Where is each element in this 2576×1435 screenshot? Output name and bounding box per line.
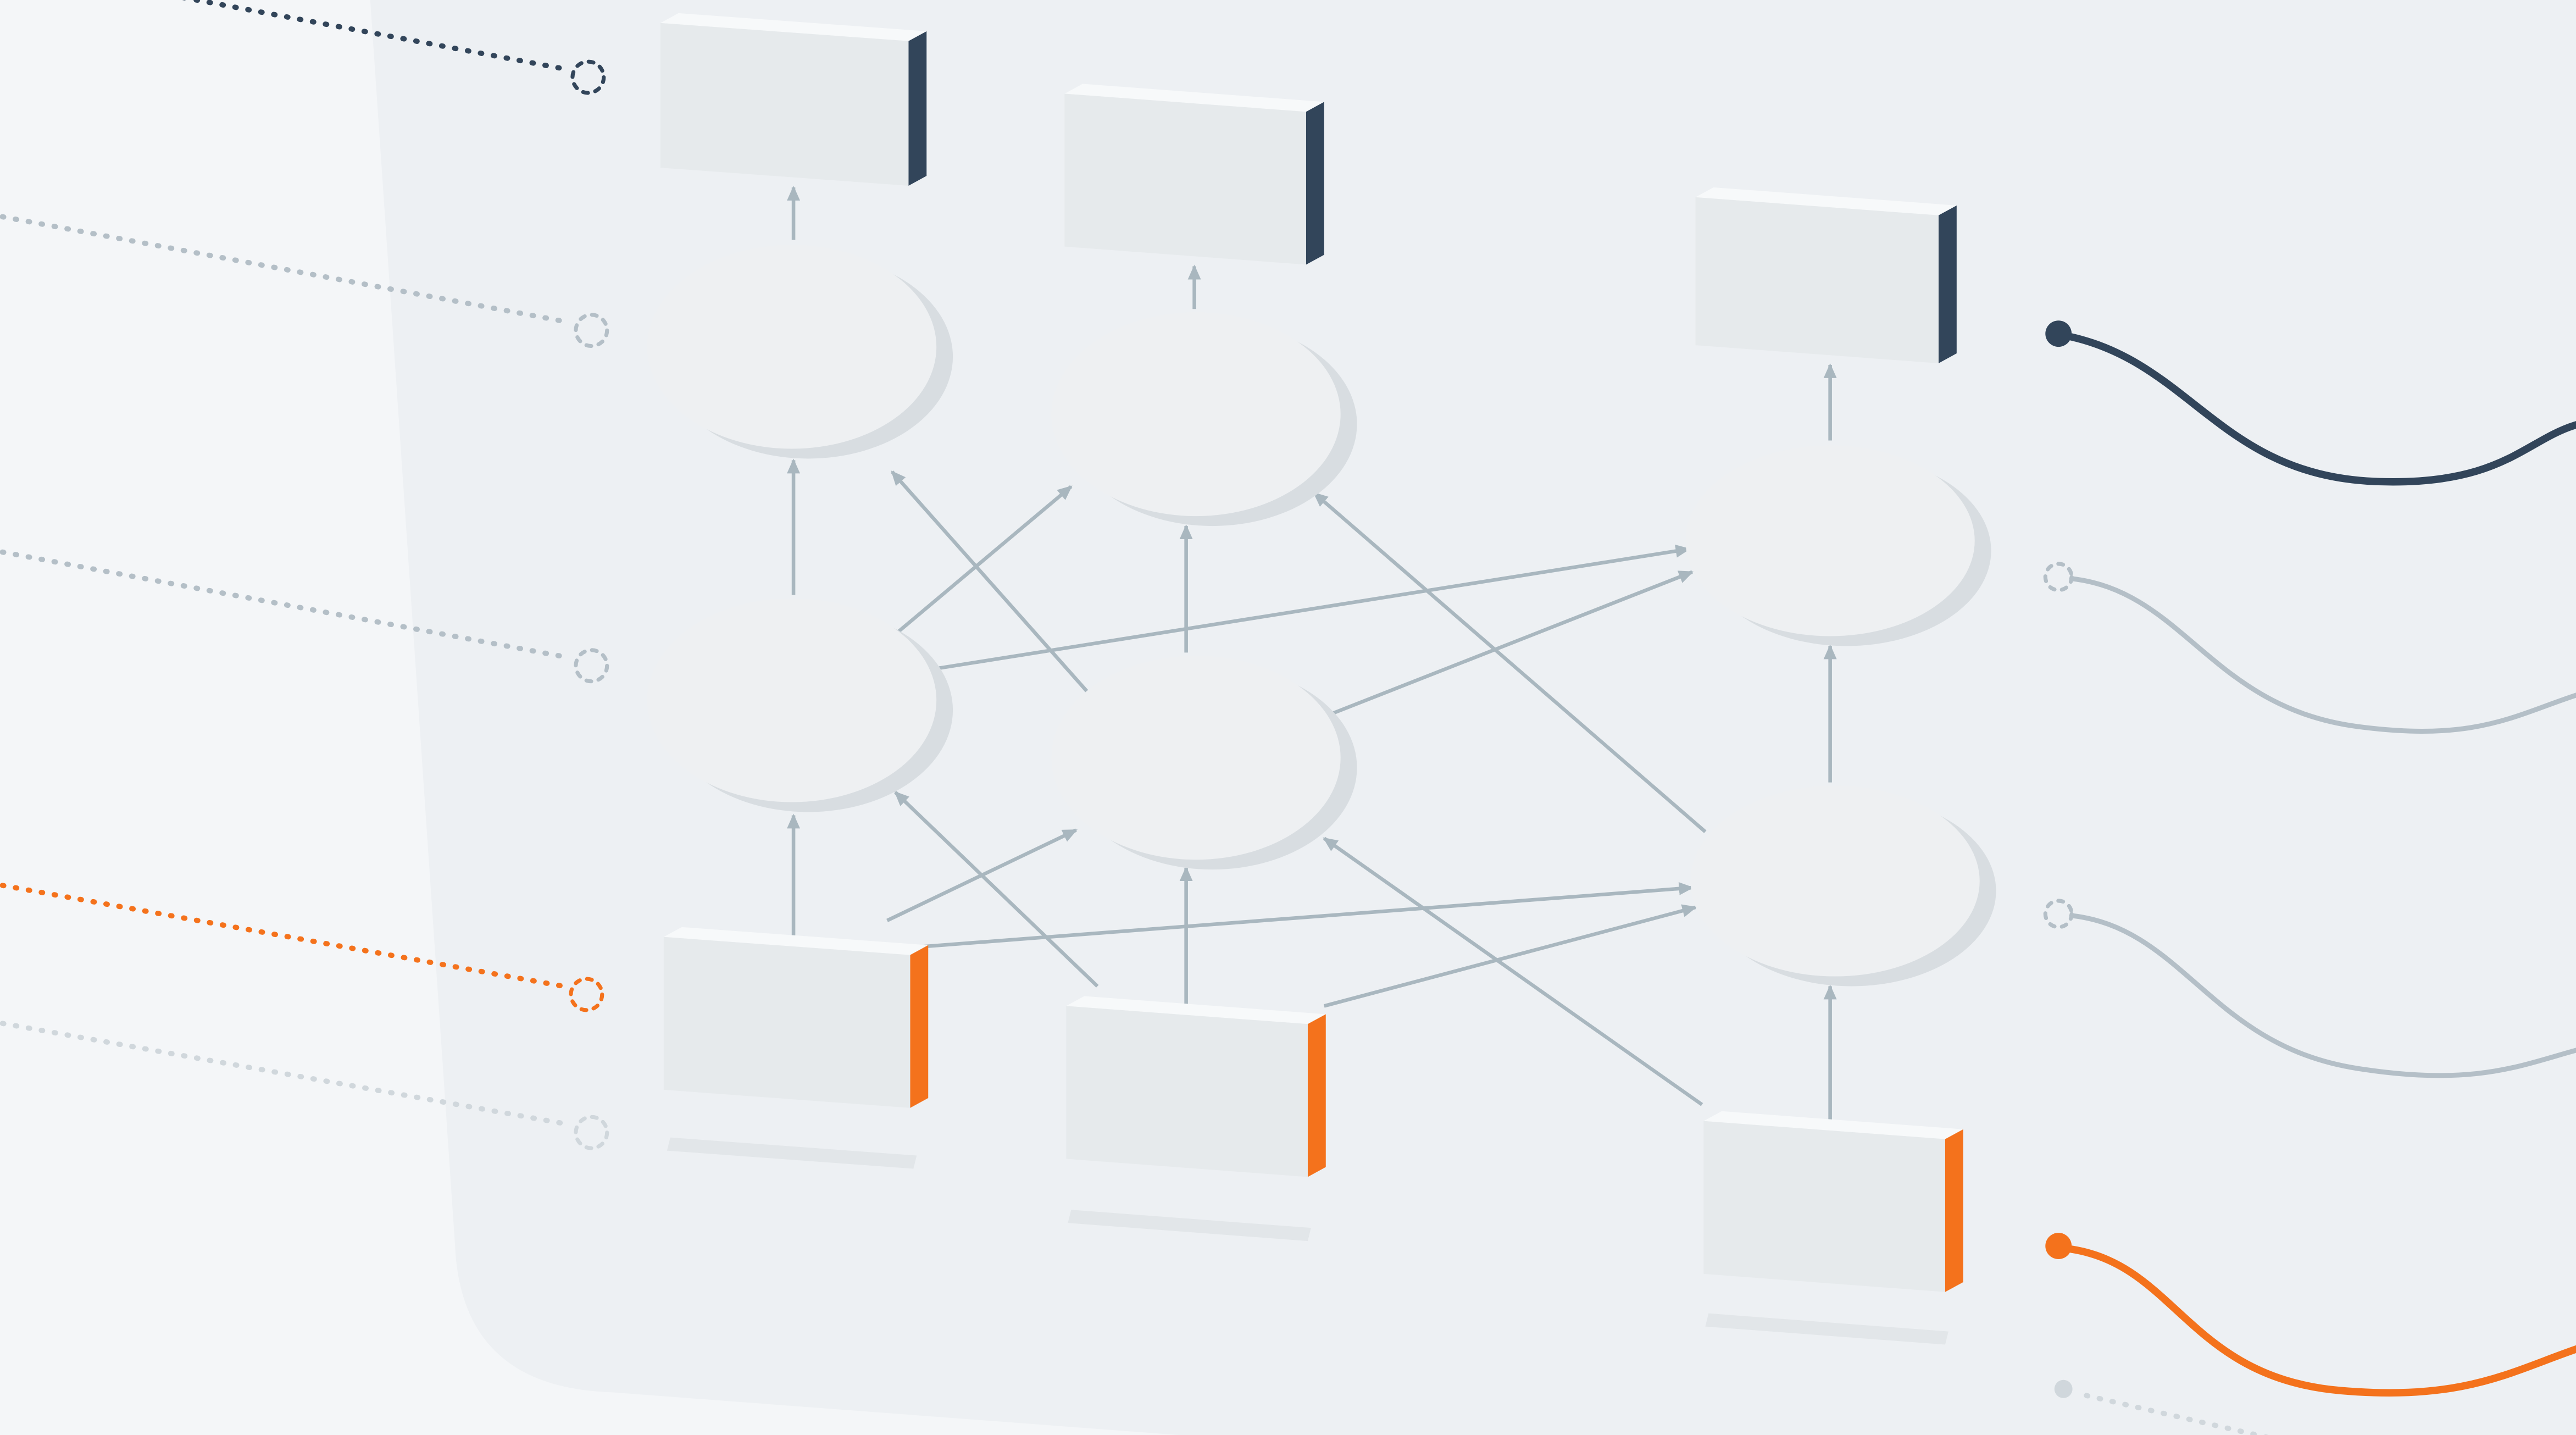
output-curves xyxy=(2043,320,2576,1435)
hidden-node-b1 xyxy=(1051,312,1357,527)
box-front-face xyxy=(1066,1006,1308,1177)
box-top-face xyxy=(660,13,927,41)
output-dot-navy-icon xyxy=(2045,320,2072,347)
arrow xyxy=(1323,904,1697,1008)
arrow xyxy=(923,544,1691,673)
shadow-bar-a xyxy=(667,1137,917,1169)
layer-column-c xyxy=(1685,187,1996,1345)
box-side-orange xyxy=(910,945,929,1108)
box-front-face xyxy=(663,937,911,1108)
box-front-face xyxy=(1703,1121,1945,1292)
hidden-node-b2 xyxy=(1051,656,1357,870)
output-curve-navy xyxy=(2068,333,2576,486)
neuron-face xyxy=(1685,445,1975,636)
box-side-orange xyxy=(1945,1129,1963,1292)
box-front-face xyxy=(660,23,909,186)
box-side-navy xyxy=(1306,102,1324,265)
box-side-orange xyxy=(1307,1014,1326,1177)
hidden-node-a2 xyxy=(647,598,953,812)
shadow-bar-b xyxy=(1068,1210,1311,1242)
input-line-orange xyxy=(0,882,567,989)
input-port-gray-1-icon xyxy=(574,313,609,348)
box-top-face xyxy=(1695,187,1957,215)
connection-arrows-lower xyxy=(787,791,1837,1121)
input-box-a xyxy=(663,927,929,1108)
neuron-face xyxy=(1051,656,1341,860)
hidden-node-c1 xyxy=(1685,445,1991,646)
arrow xyxy=(894,791,1099,988)
arrow xyxy=(1313,491,1707,833)
input-line-gray-2 xyxy=(0,548,571,661)
input-line-gray-1 xyxy=(0,213,571,325)
trail-dotted-line xyxy=(2084,1393,2269,1435)
output-curve-gray-2 xyxy=(2069,913,2576,1078)
trail-dot-icon xyxy=(2054,1379,2073,1398)
input-port-orange-icon xyxy=(569,977,604,1012)
hidden-node-c2 xyxy=(1690,785,1996,987)
input-port-gray-2-icon xyxy=(574,648,609,684)
box-front-face xyxy=(1695,197,1939,363)
output-box-c xyxy=(1695,187,1957,363)
input-port-light-icon xyxy=(574,1115,609,1150)
output-box-a xyxy=(660,13,927,186)
input-line-light xyxy=(0,1020,571,1127)
neuron-face xyxy=(1051,312,1341,517)
arrow xyxy=(920,882,1694,949)
hidden-node-a1 xyxy=(647,245,953,459)
arrow xyxy=(891,470,1102,708)
neuron-face xyxy=(647,245,937,449)
box-top-face xyxy=(1703,1111,1963,1139)
input-lines xyxy=(0,0,609,1150)
output-curve-gray-1 xyxy=(2069,576,2576,734)
connection-arrows-upper xyxy=(787,185,1837,441)
connection-arrows-middle xyxy=(787,458,1837,833)
box-front-face xyxy=(1064,93,1306,265)
output-box-b xyxy=(1064,84,1324,265)
neuron-face xyxy=(1690,785,1980,977)
arrow xyxy=(886,485,1073,642)
layer-column-a xyxy=(647,13,953,1169)
input-box-c xyxy=(1703,1111,1963,1292)
layer-column-b xyxy=(1051,84,1357,1242)
output-dot-orange-icon xyxy=(2045,1233,2072,1259)
output-curve-orange xyxy=(2068,1245,2576,1397)
input-box-b xyxy=(1066,996,1326,1177)
box-top-face xyxy=(663,927,929,955)
arrow xyxy=(1323,836,1703,1106)
input-port-navy-icon xyxy=(570,59,606,95)
box-side-navy xyxy=(908,31,927,186)
shadow-bar-c xyxy=(1705,1313,1948,1345)
arrow xyxy=(1323,570,1694,719)
box-top-face xyxy=(1064,84,1324,112)
box-top-face xyxy=(1066,996,1326,1024)
box-side-navy xyxy=(1938,205,1957,363)
neuron-face xyxy=(647,598,937,802)
